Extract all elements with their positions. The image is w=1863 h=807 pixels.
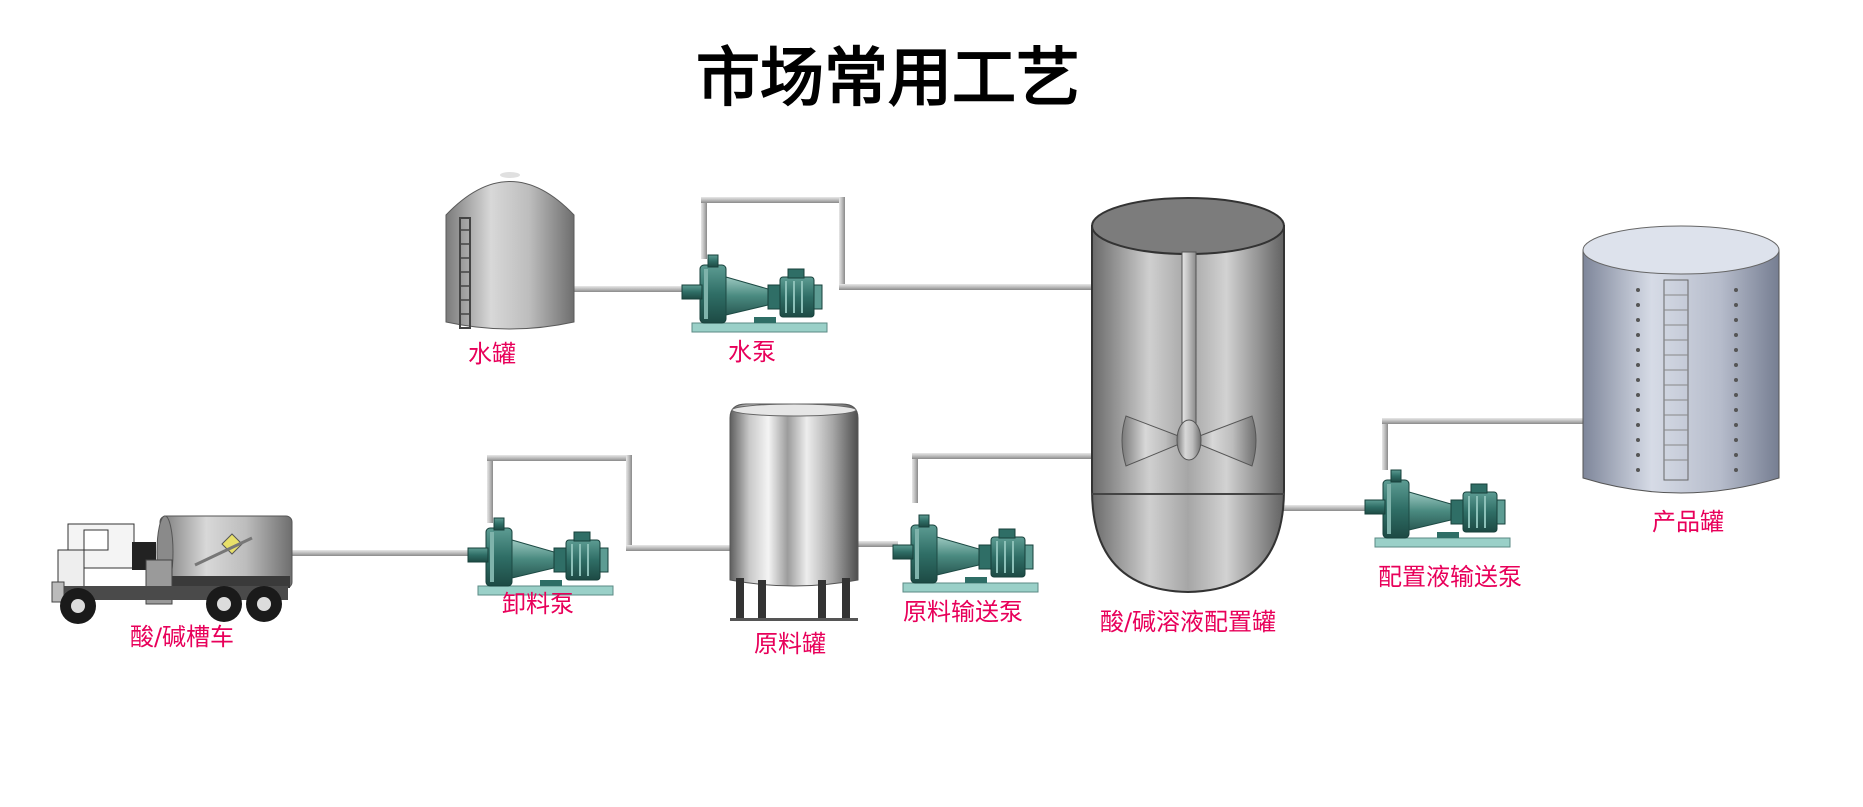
mix-pump-label: 配置液输送泵: [1378, 563, 1522, 591]
unload-pump-icon: [467, 517, 614, 596]
water-tank-icon: [445, 172, 575, 330]
raw-pump-label: 原料输送泵: [903, 598, 1023, 626]
agitator-icon: [1121, 251, 1257, 467]
pipes: [290, 197, 1592, 556]
product-tank-label: 产品罐: [1652, 508, 1724, 536]
unload-pump-label: 卸料泵: [502, 590, 574, 618]
page-title: 市场常用工艺: [696, 42, 1080, 116]
raw-pump-icon: [892, 514, 1039, 593]
mixing-tank-icon: [1091, 197, 1285, 594]
water-pump-icon: [681, 254, 828, 333]
mixing-tank-label: 酸/碱溶液配置罐: [1100, 608, 1276, 636]
water-tank-label: 水罐: [468, 340, 516, 368]
tanker-truck-label: 酸/碱槽车: [130, 623, 234, 651]
raw-material-tank-icon: [729, 403, 859, 621]
product-tank-icon: [1582, 225, 1780, 494]
tanker-truck-icon: [51, 515, 293, 624]
water-pump-label: 水泵: [728, 338, 776, 366]
mix-pump-icon: [1364, 469, 1511, 548]
raw-material-tank-label: 原料罐: [754, 630, 826, 658]
